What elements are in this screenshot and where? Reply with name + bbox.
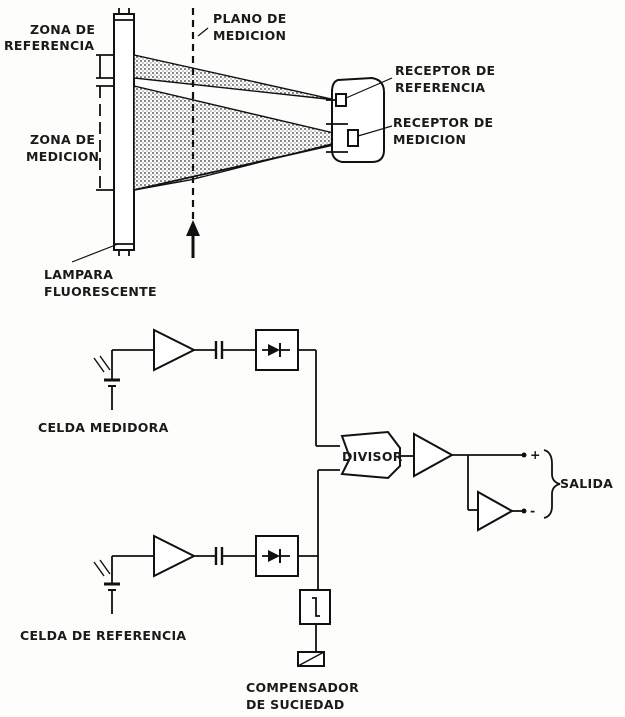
light-rays-icon	[93, 355, 111, 373]
label-lampara-2: FLUORESCENTE	[44, 284, 157, 299]
reference-receptor	[335, 93, 347, 107]
rectifier-1	[255, 329, 299, 371]
rectifier-2	[255, 535, 299, 577]
label-lampara-1: LAMPARA	[44, 267, 113, 282]
capacitor-1	[214, 341, 224, 359]
label-receptor-medicion-1: RECEPTOR DE	[393, 115, 493, 130]
label-zona-medicion-1: ZONA DE	[30, 132, 95, 147]
inverter-amplifier	[477, 490, 515, 532]
reference-cell-branch	[93, 469, 340, 667]
reference-beam	[133, 54, 337, 101]
label-receptor-medicion-2: MEDICION	[393, 132, 466, 147]
label-compensador-2: DE SUCIEDAD	[246, 697, 345, 712]
circuit-diagram: CELDA MEDIDORA CELDA DE REFERENCIA DIVIS…	[20, 328, 613, 712]
output-brace	[543, 449, 561, 519]
amplifier-2	[153, 534, 197, 578]
label-zona-referencia-2: REFERENCIA	[4, 38, 94, 53]
measurement-beam	[133, 85, 356, 191]
label-receptor-referencia-2: REFERENCIA	[395, 80, 485, 95]
arrow-up-icon	[186, 220, 200, 258]
label-receptor-referencia-1: RECEPTOR DE	[395, 63, 495, 78]
capacitor-2	[214, 547, 224, 565]
optical-diagram: ZONA DE REFERENCIA ZONA DE MEDICION PLAN…	[4, 8, 495, 299]
label-celda-referencia: CELDA DE REFERENCIA	[20, 628, 186, 643]
light-rays-icon	[93, 559, 111, 577]
label-celda-medidora: CELDA MEDIDORA	[38, 420, 169, 435]
zone-brackets	[96, 54, 114, 191]
divider-block	[340, 430, 414, 480]
leader-lines	[71, 27, 393, 263]
dirt-compensator	[297, 589, 331, 667]
beam-edge	[133, 139, 356, 191]
label-plano-medicion-1: PLANO DE	[213, 11, 287, 26]
label-compensador-1: COMPENSADOR	[246, 680, 359, 695]
label-zona-medicion-2: MEDICION	[26, 149, 99, 164]
label-salida: SALIDA	[560, 476, 613, 491]
amplifier-1	[153, 328, 197, 372]
label-zona-referencia-1: ZONA DE	[30, 22, 95, 37]
measurement-receptor	[347, 129, 359, 147]
measuring-cell-branch	[93, 328, 340, 447]
fluorescent-lamp	[113, 8, 135, 256]
label-plus: +	[530, 447, 541, 462]
label-minus: -	[530, 503, 536, 518]
label-divisor: DIVISOR	[342, 449, 403, 464]
receptor-housing	[326, 76, 385, 163]
output-amplifier	[413, 432, 455, 478]
label-plano-medicion-2: MEDICION	[213, 28, 286, 43]
